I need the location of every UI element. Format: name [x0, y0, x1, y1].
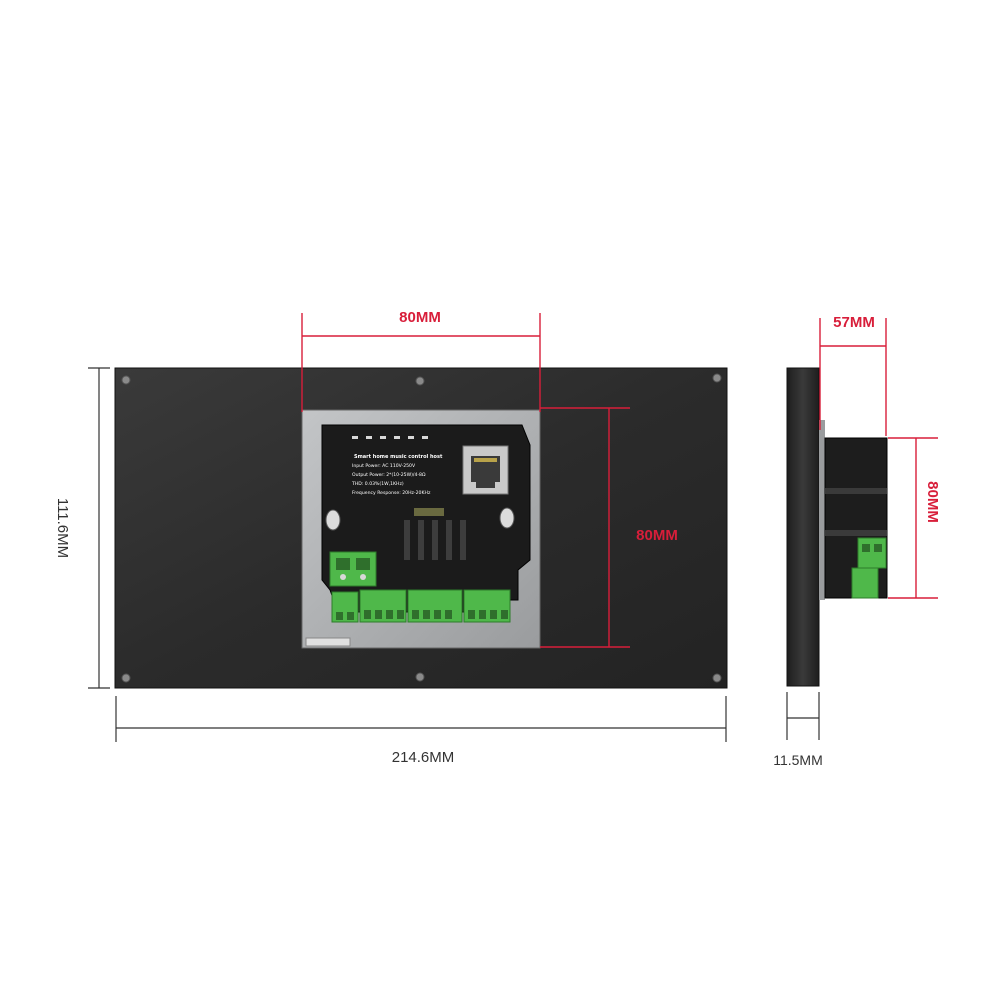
side-view	[786, 367, 888, 687]
dimension-panel-thickness	[786, 692, 820, 740]
side-module-seam	[825, 530, 887, 536]
dimension-side-height	[888, 437, 938, 599]
dimension-module-height	[540, 407, 630, 648]
back-view: Smart home music control host Input Powe…	[114, 367, 728, 689]
screw	[121, 673, 131, 683]
screw	[712, 673, 722, 683]
dimension-total-width	[115, 696, 727, 742]
dimension-module-width-label: 80MM	[399, 309, 441, 326]
dimension-side-depth-label: 57MM	[833, 314, 875, 331]
power-terminal	[329, 551, 377, 587]
dimension-panel-thickness-label: 11.5MM	[773, 752, 823, 768]
label-title: Smart home music control host	[354, 454, 443, 460]
screw	[415, 672, 425, 682]
dimension-side-height-label: 80MM	[924, 481, 941, 523]
side-plate	[819, 420, 825, 600]
dimension-total-height	[88, 367, 110, 689]
vent-slots	[404, 508, 466, 560]
mount-hole	[499, 507, 515, 529]
mount-hole	[325, 509, 341, 531]
side-module-seam	[825, 488, 887, 494]
spec-label: Smart home music control host Input Powe…	[351, 454, 443, 496]
label-frequency-response: Frequency Response: 20Hz-20KHz	[352, 490, 431, 496]
side-terminal	[851, 537, 887, 599]
ethernet-port-icon	[462, 445, 509, 495]
label-output-power: Output Power: 2*(10-25W)/4-8Ω	[352, 472, 426, 478]
screw	[121, 375, 131, 385]
label-thd: THD: 0.03%(1W,1KHz)	[351, 481, 404, 487]
terminal-block-3	[407, 589, 463, 623]
dimension-module-height-label: 80MM	[636, 527, 678, 544]
dimension-side-depth	[819, 318, 887, 436]
dimension-total-height-label: 111.6MM	[54, 498, 71, 558]
dimension-total-width-label: 214.6MM	[392, 749, 455, 766]
dimension-module-width	[301, 313, 541, 412]
screw	[712, 373, 722, 383]
label-input-power: Input Power: AC 110V-250V	[352, 463, 416, 469]
screw	[415, 376, 425, 386]
plate-sticker	[305, 637, 351, 647]
led-row	[352, 436, 428, 439]
side-panel-edge	[786, 367, 820, 687]
terminal-block-1	[331, 591, 359, 623]
terminal-block-2	[359, 589, 407, 623]
terminal-block-4	[463, 589, 511, 623]
